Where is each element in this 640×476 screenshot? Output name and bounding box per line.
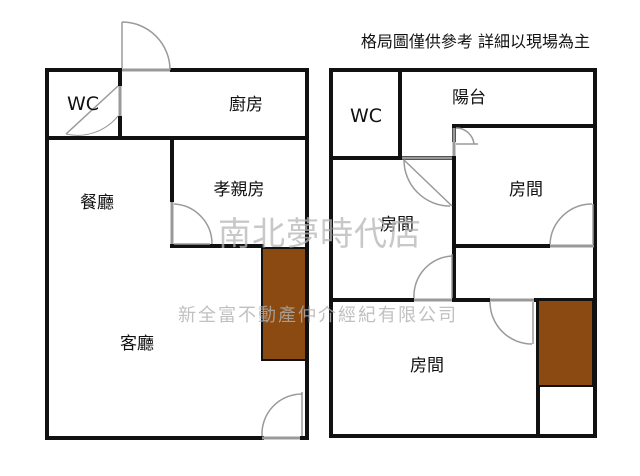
floor2-balcony-label: 陽台 bbox=[452, 88, 486, 108]
floor1-stairs bbox=[261, 247, 307, 361]
watermark-company: 新全富不動產仲介經紀有限公司 bbox=[178, 305, 458, 326]
floor2-room-center-label: 房間 bbox=[380, 215, 414, 235]
floor1-dining-label: 餐廳 bbox=[80, 193, 114, 213]
floor2-doors bbox=[402, 127, 594, 345]
floor2-stairs bbox=[537, 299, 594, 387]
note-text: 格局圖僅供參考 詳細以現場為主 bbox=[361, 32, 590, 51]
floor2-room-bottom-label: 房間 bbox=[410, 356, 444, 376]
watermark-brand: 南北夢時代店 bbox=[218, 214, 422, 253]
floor1-elder-room-label: 孝親房 bbox=[214, 180, 265, 200]
floor1-wc-label: WC bbox=[67, 93, 99, 115]
floor2-wc-label: WC bbox=[350, 105, 382, 127]
floor2-labels: WC 陽台 房間 房間 房間 bbox=[350, 88, 543, 376]
watermark: 南北夢時代店 新全富不動產仲介經紀有限公司 bbox=[178, 214, 458, 326]
floor2-room-right-label: 房間 bbox=[509, 180, 543, 200]
floor1-living-label: 客廳 bbox=[120, 334, 154, 354]
floor1-labels: WC 廚房 孝親房 餐廳 客廳 bbox=[67, 93, 265, 354]
floor1-kitchen-label: 廚房 bbox=[229, 94, 263, 115]
floor1-plan bbox=[45, 68, 309, 440]
floor1-doors bbox=[65, 21, 303, 440]
